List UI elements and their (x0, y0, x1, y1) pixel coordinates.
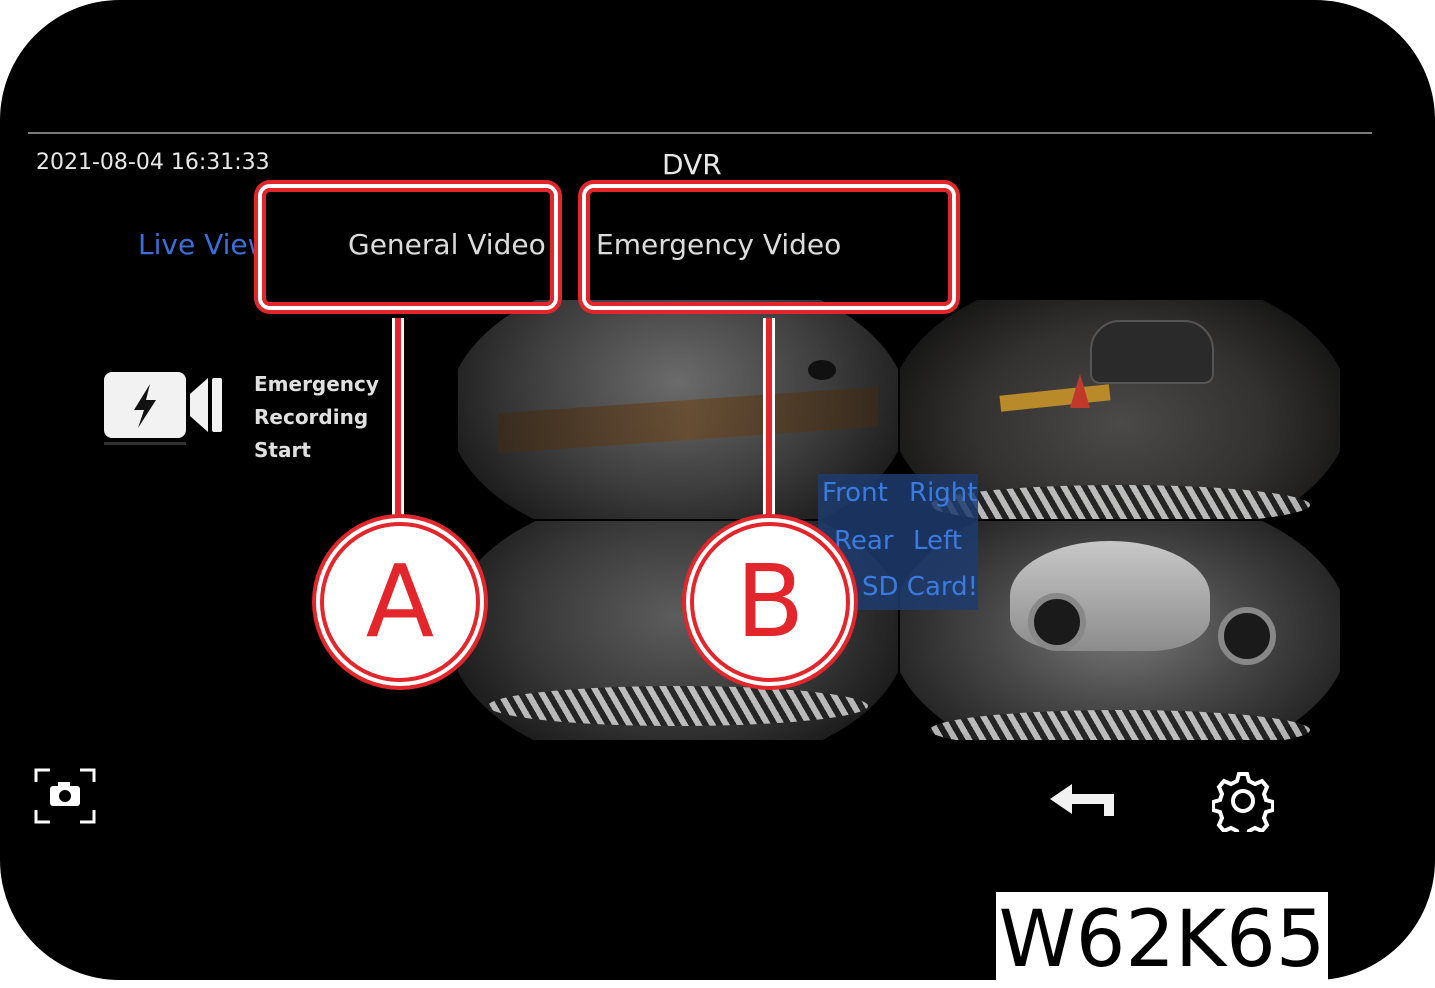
video-camera-icon (104, 372, 222, 445)
callout-box-b (586, 188, 952, 306)
camera-view-left[interactable] (900, 521, 1340, 740)
tab-general-video[interactable]: General Video (348, 228, 546, 261)
menu-item-rear[interactable]: Rear (834, 526, 894, 556)
callout-line-a (392, 318, 404, 518)
emergency-recording-label: Emergency Recording Start (254, 372, 379, 462)
emergency-recording-button[interactable] (104, 370, 224, 448)
datetime-readout: 2021-08-04 16:31:33 (36, 150, 270, 175)
callout-marker-b: B (690, 522, 850, 682)
page-title: DVR (662, 148, 722, 181)
screenshot-button[interactable] (34, 768, 96, 824)
gear-icon (1211, 772, 1275, 840)
callout-box-a (262, 188, 554, 306)
back-button[interactable] (1048, 782, 1118, 820)
tab-emergency-video[interactable]: Emergency Video (596, 228, 842, 261)
menu-item-front[interactable]: Front (822, 478, 888, 508)
menu-item-right[interactable]: Right (909, 478, 978, 508)
back-arrow-icon (1050, 784, 1114, 816)
menu-item-sd-card[interactable]: SD Card! (862, 572, 979, 602)
image-reference-label: W62K65 (996, 892, 1328, 988)
settings-button[interactable] (1211, 770, 1275, 840)
menu-item-left[interactable]: Left (913, 526, 962, 556)
tab-live-view[interactable]: Live View (138, 228, 260, 261)
header-divider (28, 132, 1372, 134)
callout-line-b (763, 318, 775, 518)
camera-view-front[interactable] (458, 300, 898, 519)
camera-screenshot-icon (34, 768, 96, 824)
lightning-icon (134, 384, 156, 428)
callout-marker-a: A (320, 522, 480, 682)
